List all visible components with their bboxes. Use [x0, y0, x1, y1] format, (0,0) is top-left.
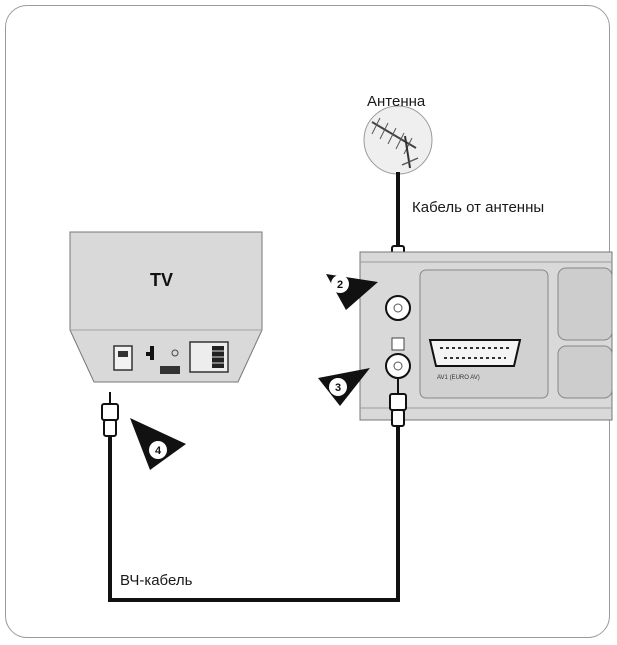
tv-rear — [69, 231, 263, 383]
step-number-2: 2 — [337, 279, 343, 291]
antenna-icon — [363, 105, 433, 175]
step-marker-2: 2 — [326, 274, 378, 310]
scart-label: AV1 (EURO AV) — [437, 375, 480, 381]
rf-cable — [108, 426, 400, 602]
antenna-label: Антенна — [367, 93, 426, 110]
rf-cable-vcr-plug — [389, 378, 407, 427]
rf-out-connector — [385, 353, 411, 379]
step-marker-4: 4 — [130, 418, 186, 470]
step-number-3: 3 — [335, 382, 341, 394]
rf-cable-tv-plug — [101, 392, 119, 437]
antenna-in-connector — [385, 295, 411, 321]
antenna-cable-label: Кабель от антенны — [412, 199, 545, 216]
rf-cable-label: ВЧ-кабель — [120, 572, 193, 589]
tv-label: TV — [150, 270, 174, 290]
scart-connector — [428, 339, 522, 367]
step-marker-3: 3 — [318, 368, 370, 406]
vcr-rear-panel — [359, 251, 613, 421]
step-number-4: 4 — [155, 445, 162, 457]
